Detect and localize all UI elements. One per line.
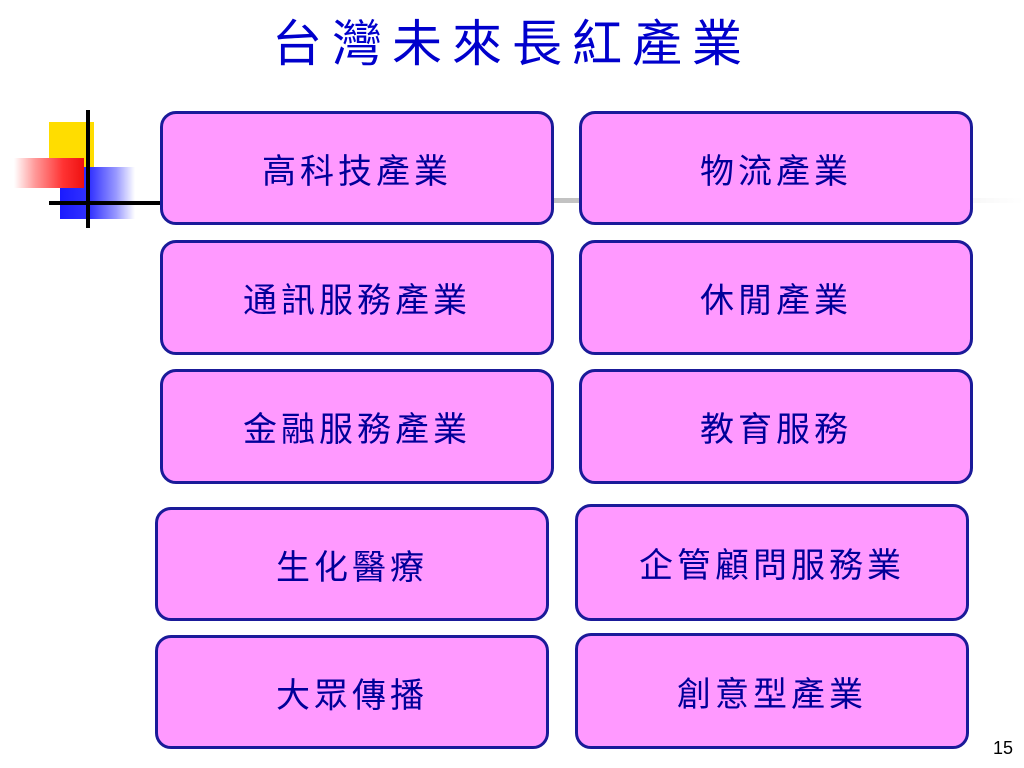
industry-label: 生化醫療 bbox=[276, 547, 428, 588]
industry-box-leisure: 休閒產業 bbox=[579, 240, 973, 355]
industry-label: 大眾傳播 bbox=[276, 675, 428, 716]
slide-title: 台灣未來長紅產業 bbox=[272, 15, 752, 73]
industry-label: 高科技產業 bbox=[262, 151, 452, 192]
industry-box-biomedical: 生化醫療 bbox=[155, 507, 549, 621]
industry-label: 通訊服務產業 bbox=[243, 281, 471, 321]
industry-box-creative-industries: 創意型產業 bbox=[575, 633, 969, 749]
industry-label: 金融服務產業 bbox=[243, 410, 471, 450]
industry-box-high-tech: 高科技產業 bbox=[160, 111, 554, 225]
industry-label: 休閒產業 bbox=[700, 281, 852, 321]
industry-box-management-consulting: 企管顧問服務業 bbox=[575, 504, 969, 621]
industry-label: 教育服務 bbox=[700, 410, 852, 450]
industry-label: 創意型產業 bbox=[677, 674, 867, 715]
horizontal-line-decoration bbox=[49, 201, 164, 205]
industry-box-financial-services: 金融服務產業 bbox=[160, 369, 554, 484]
page-number: 15 bbox=[992, 738, 1013, 758]
red-square-decoration bbox=[14, 158, 84, 188]
industry-box-mass-media: 大眾傳播 bbox=[155, 635, 549, 749]
industry-box-logistics: 物流產業 bbox=[579, 111, 973, 225]
industry-box-telecom-services: 通訊服務產業 bbox=[160, 240, 554, 355]
vertical-line-decoration bbox=[86, 110, 90, 228]
industry-label: 物流產業 bbox=[700, 151, 852, 192]
industry-box-education-services: 教育服務 bbox=[579, 369, 973, 484]
industry-label: 企管顧問服務業 bbox=[639, 546, 905, 586]
